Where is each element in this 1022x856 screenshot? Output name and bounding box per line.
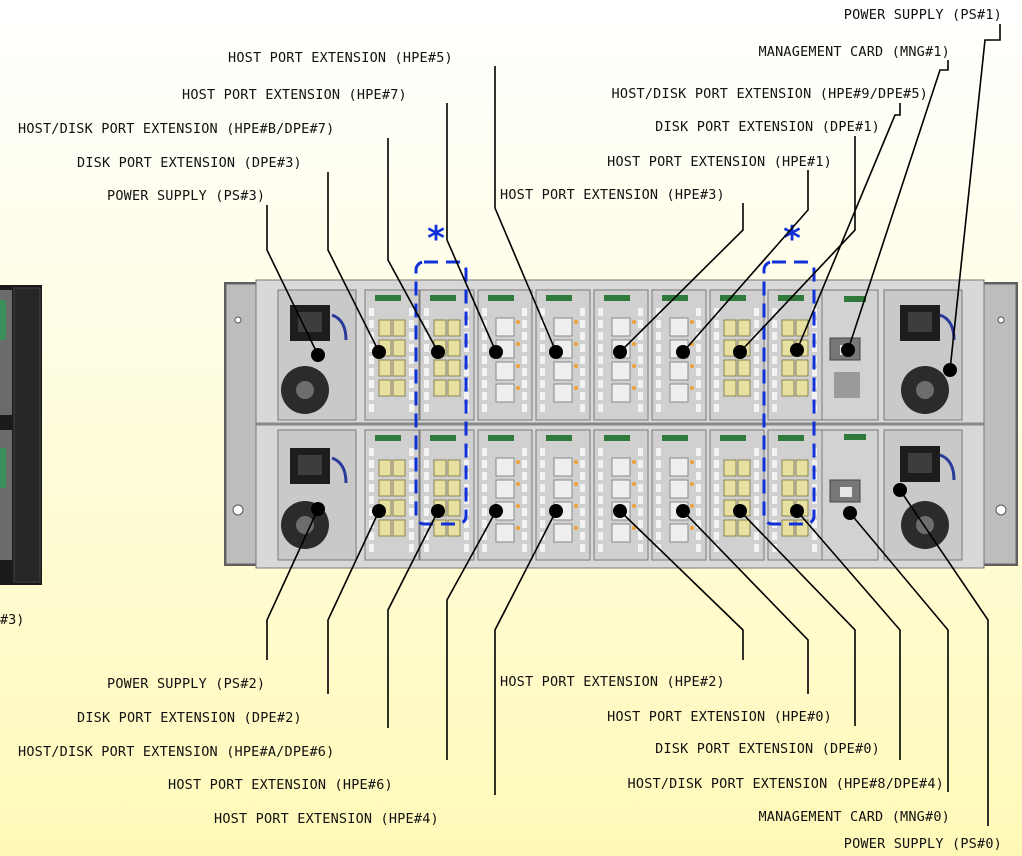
slot-card-lower-4	[535, 429, 591, 561]
slot-card-upper-4	[535, 289, 591, 421]
leader-line-hpe8dpe4	[796, 510, 901, 760]
extension-slots	[364, 289, 823, 561]
label-power-supply-ps3: POWER SUPPLY (PS#3)	[107, 188, 266, 204]
asterisk-right: *	[783, 219, 801, 259]
label-host-port-extension-hpe4: HOST PORT EXTENSION (HPE#4)	[214, 811, 439, 827]
marker-dot-hpebdpe7	[431, 345, 445, 359]
leader-line-ps3	[266, 205, 319, 356]
slot-card-upper-3	[477, 289, 533, 421]
leader-line-hpeadpe6	[387, 510, 439, 728]
leader-line-hpe4	[494, 510, 557, 795]
leader-line-ps1	[949, 24, 1001, 371]
dashed-highlight-right	[762, 260, 816, 526]
marker-dot-hpe9dpe5	[790, 343, 804, 357]
leader-line-dpe2	[327, 510, 380, 694]
leader-line-mng1	[847, 60, 949, 351]
label-host-disk-port-extension-hpeb-dpe7: HOST/DISK PORT EXTENSION (HPE#B/DPE#7)	[18, 121, 335, 137]
leader-line-mng0	[849, 512, 949, 792]
slot-card-lower-6	[651, 429, 707, 561]
marker-dot-ps2	[311, 502, 325, 516]
label-host-port-extension-hpe2: HOST PORT EXTENSION (HPE#2)	[500, 674, 725, 690]
label-host-disk-port-extension-hpea-dpe6: HOST/DISK PORT EXTENSION (HPE#A/DPE#6)	[18, 744, 335, 760]
label-disk-port-extension-dpe1: DISK PORT EXTENSION (DPE#1)	[655, 119, 880, 135]
partial-left-label: #3)	[0, 612, 25, 628]
label-host-port-extension-hpe7: HOST PORT EXTENSION (HPE#7)	[182, 87, 407, 103]
dashed-highlight-left	[414, 260, 468, 526]
marker-dot-hpe3	[613, 345, 627, 359]
marker-dot-mng0	[843, 506, 857, 520]
label-host-port-extension-hpe1: HOST PORT EXTENSION (HPE#1)	[607, 154, 832, 170]
management-card-mng0	[819, 429, 879, 561]
label-host-port-extension-hpe6: HOST PORT EXTENSION (HPE#6)	[168, 777, 393, 793]
marker-dot-ps0	[893, 483, 907, 497]
leader-lines	[266, 24, 1001, 826]
marker-dot-hpe1	[676, 345, 690, 359]
label-host-disk-port-extension-hpe9-dpe5: HOST/DISK PORT EXTENSION (HPE#9/DPE#5)	[611, 86, 928, 102]
leader-line-hpe6	[446, 510, 497, 760]
marker-dot-ps3	[311, 348, 325, 362]
leader-line-dpe3	[327, 172, 380, 353]
leader-line-hpe7	[446, 103, 497, 353]
marker-dot-dpe1	[733, 345, 747, 359]
label-management-card-mng1: MANAGEMENT CARD (MNG#1)	[758, 44, 950, 60]
slot-card-lower-5	[593, 429, 649, 561]
marker-dot-dpe2	[372, 504, 386, 518]
label-disk-port-extension-dpe0: DISK PORT EXTENSION (DPE#0)	[655, 741, 880, 757]
label-power-supply-ps2: POWER SUPPLY (PS#2)	[107, 676, 266, 692]
power-supply-ps1	[883, 289, 963, 421]
marker-dot-mng1	[841, 343, 855, 357]
label-host-port-extension-hpe5: HOST PORT EXTENSION (HPE#5)	[228, 50, 453, 66]
leader-line-hpe3	[619, 203, 744, 353]
label-host-port-extension-hpe3: HOST PORT EXTENSION (HPE#3)	[500, 187, 725, 203]
leader-line-ps2	[266, 508, 319, 660]
marker-dot-dpe3	[372, 345, 386, 359]
label-disk-port-extension-dpe2: DISK PORT EXTENSION (DPE#2)	[77, 710, 302, 726]
label-disk-port-extension-dpe3: DISK PORT EXTENSION (DPE#3)	[77, 155, 302, 171]
marker-dot-hpe5	[549, 345, 563, 359]
label-power-supply-ps1: POWER SUPPLY (PS#1)	[843, 7, 1002, 23]
label-power-supply-ps0: POWER SUPPLY (PS#0)	[843, 836, 1002, 852]
leader-line-hpebdpe7	[387, 138, 439, 353]
leader-line-hpe5	[494, 66, 557, 353]
marker-dot-hpe2	[613, 504, 627, 518]
slot-card-lower-3	[477, 429, 533, 561]
leader-line-ps0	[899, 489, 989, 826]
leader-line-hpe9dpe5	[796, 103, 901, 351]
label-host-disk-port-extension-hpe8-dpe4: HOST/DISK PORT EXTENSION (HPE#8/DPE#4)	[627, 776, 944, 792]
marker-dot-hpe8dpe4	[790, 504, 804, 518]
leader-line-hpe0	[682, 510, 809, 694]
asterisk-left: *	[427, 219, 445, 259]
marker-dot-hpe0	[676, 504, 690, 518]
leader-line-hpe1	[682, 170, 809, 353]
marker-dot-hpe6	[489, 504, 503, 518]
label-host-port-extension-hpe0: HOST PORT EXTENSION (HPE#0)	[607, 709, 832, 725]
leader-line-dpe1	[739, 136, 856, 353]
slot-card-lower-7	[709, 429, 765, 561]
leader-line-hpe2	[619, 510, 744, 660]
leader-line-dpe0	[739, 510, 856, 726]
marker-dot-hpeadpe6	[431, 504, 445, 518]
slot-card-upper-5	[593, 289, 649, 421]
marker-dot-hpe7	[489, 345, 503, 359]
slot-card-upper-1	[364, 289, 420, 421]
marker-dot-ps1	[943, 363, 957, 377]
slot-card-lower-1	[364, 429, 420, 561]
marker-dot-hpe4	[549, 504, 563, 518]
label-management-card-mng0: MANAGEMENT CARD (MNG#0)	[758, 809, 950, 825]
partial-device-left	[0, 285, 42, 585]
power-supply-ps2	[277, 429, 357, 561]
marker-dot-dpe0	[733, 504, 747, 518]
